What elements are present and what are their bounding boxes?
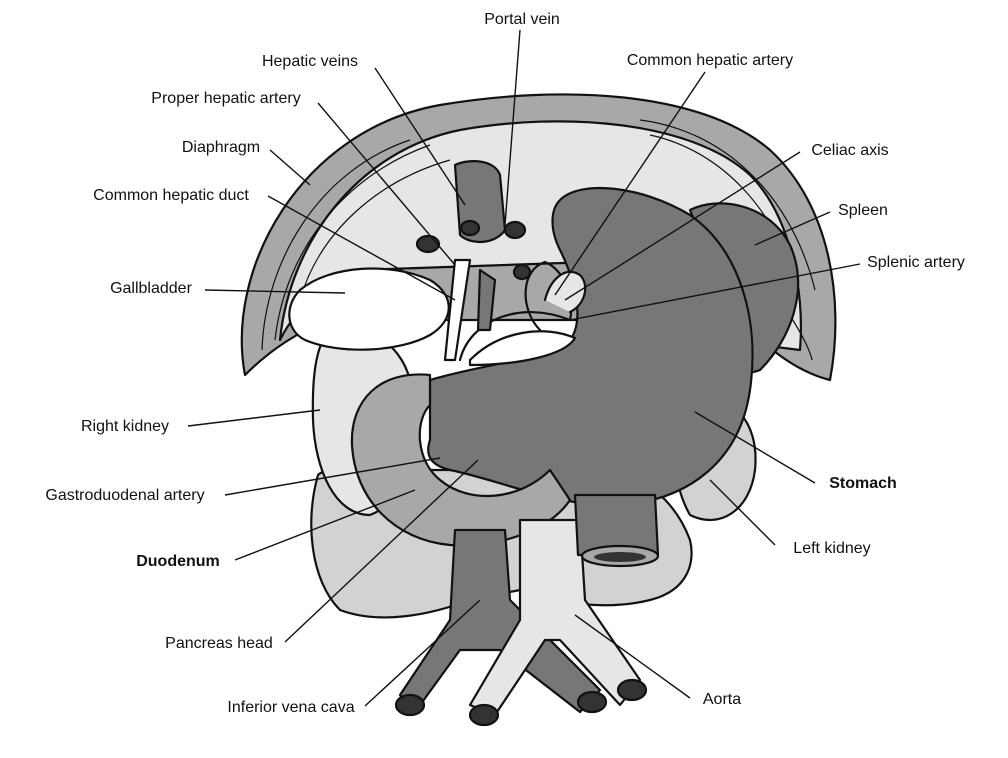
label-left-kidney: Left kidney <box>793 540 870 557</box>
label-common-hepatic-duct: Common hepatic duct <box>93 187 249 204</box>
label-hepatic-veins: Hepatic veins <box>262 53 358 70</box>
aorta-end-left <box>470 705 498 725</box>
label-gallbladder: Gallbladder <box>110 280 193 297</box>
label-celiac-axis: Celiac axis <box>811 142 888 159</box>
label-portal-vein: Portal vein <box>484 11 560 28</box>
label-common-hepatic-artery: Common hepatic artery <box>627 52 793 69</box>
gallbladder-shape <box>289 269 448 350</box>
leader-diaphragm <box>270 150 310 185</box>
hepatic-vein-right <box>505 222 525 238</box>
portal-vein-stub <box>514 265 530 279</box>
label-inferior-vena-cava: Inferior vena cava <box>227 699 354 716</box>
label-duodenum: Duodenum <box>136 553 220 570</box>
ivc-end-right <box>578 692 606 712</box>
label-diaphragm: Diaphragm <box>182 139 260 156</box>
label-splenic-artery: Splenic artery <box>867 254 965 271</box>
label-pancreas-head: Pancreas head <box>165 635 273 652</box>
label-right-kidney: Right kidney <box>81 418 169 435</box>
tube-opening-inner <box>594 552 646 562</box>
label-spleen: Spleen <box>838 202 888 219</box>
label-stomach: Stomach <box>829 475 897 492</box>
hepatic-vein-left <box>417 236 439 252</box>
label-proper-hepatic-artery: Proper hepatic artery <box>151 90 300 107</box>
aorta-end-right <box>618 680 646 700</box>
ivc-end-left <box>396 695 424 715</box>
leader-right-kidney <box>188 410 320 426</box>
label-aorta: Aorta <box>703 691 741 708</box>
hepatic-vein-mid <box>461 221 479 235</box>
label-gastroduodenal-artery: Gastroduodenal artery <box>45 487 204 504</box>
